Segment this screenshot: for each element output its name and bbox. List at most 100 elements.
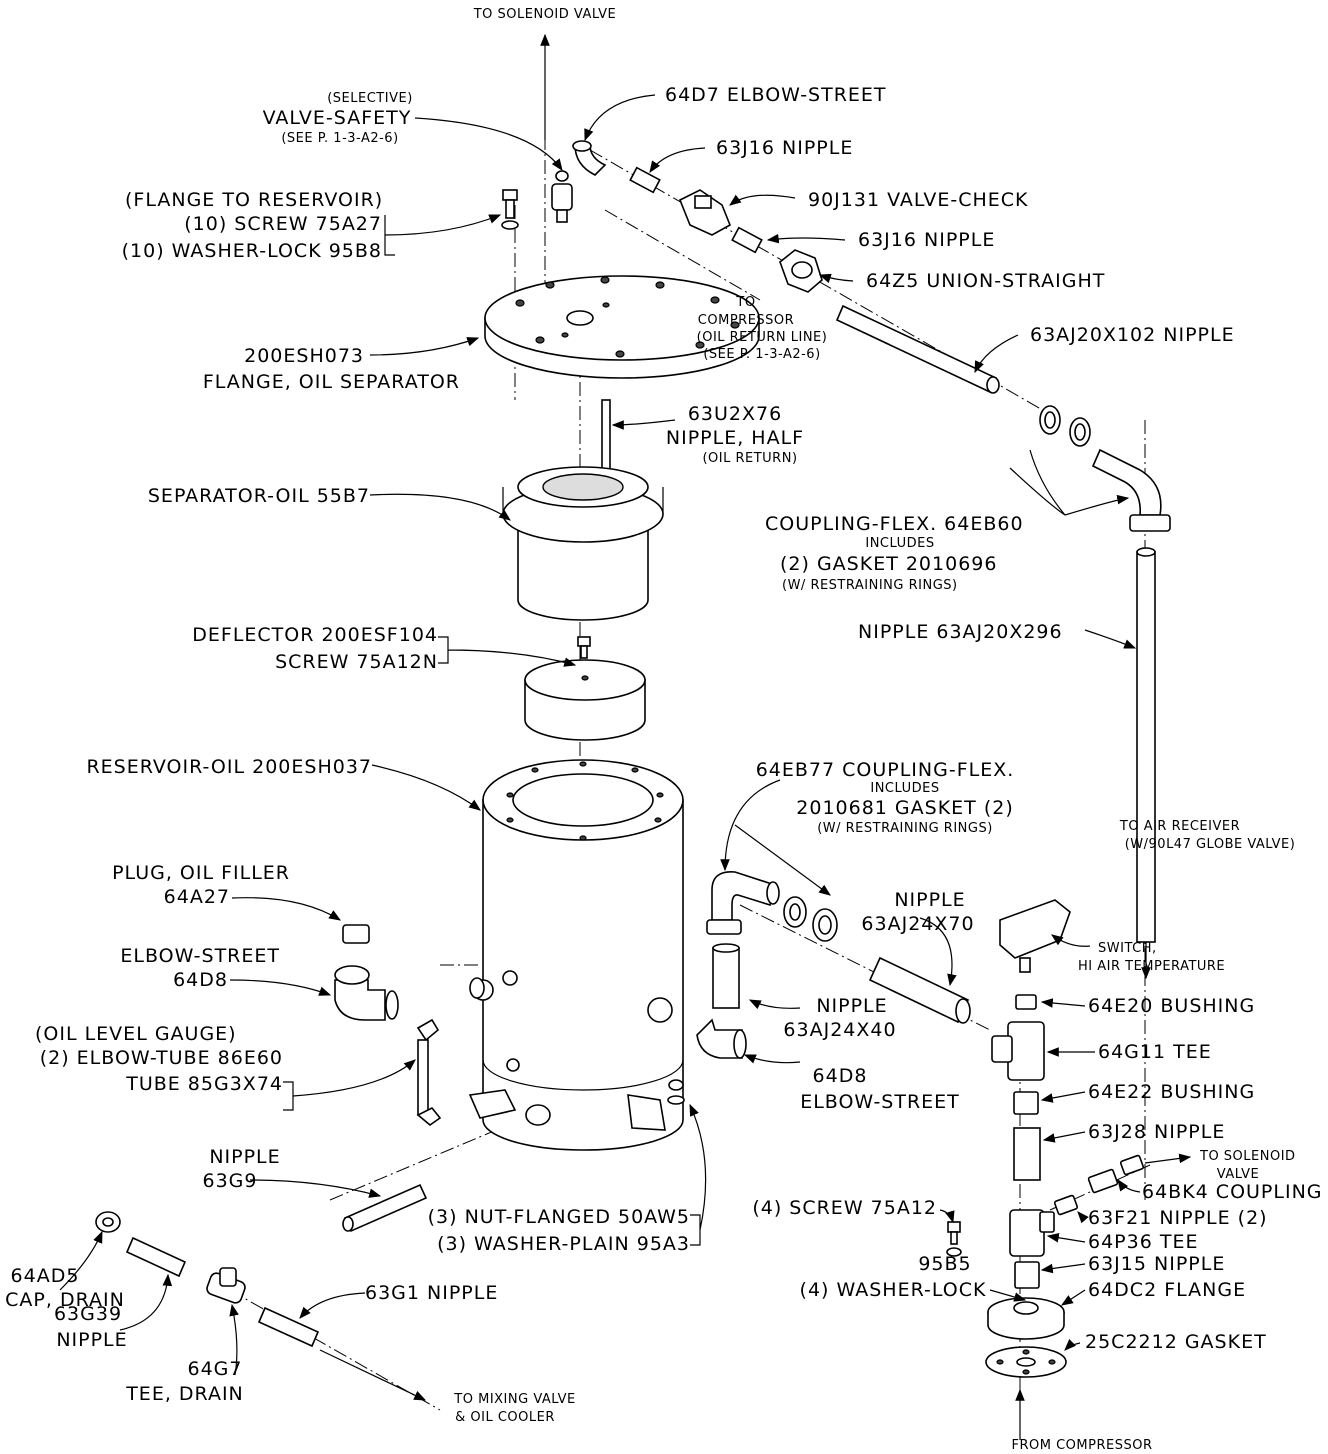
label-bushing-64e20: 64E20 BUSHING bbox=[1088, 995, 1255, 1017]
labels: TO SOLENOID VALVE (SELECTIVE) VALVE-SAFE… bbox=[5, 7, 1323, 1453]
label-elbow-street-64d7: 64D7 ELBOW-STREET bbox=[665, 84, 887, 106]
label-flange-to-reservoir: (FLANGE TO RESERVOIR) bbox=[125, 189, 383, 211]
tee-drain-64g7 bbox=[206, 1267, 246, 1304]
label-tube-85g3x74: TUBE 85G3X74 bbox=[125, 1073, 283, 1095]
union-straight-64z5 bbox=[779, 249, 823, 293]
screw-75a12 bbox=[946, 1221, 962, 1257]
deflector-200esf104 bbox=[524, 659, 646, 741]
label-includes-1: INCLUDES bbox=[865, 536, 934, 551]
label-nipple-63g39-1: 63G39 bbox=[54, 1303, 122, 1325]
label-nipple-half-name: NIPPLE, HALF bbox=[666, 427, 804, 449]
nipple-63j16-b bbox=[731, 226, 763, 254]
label-see-p1: (SEE P. 1-3-A2-6) bbox=[281, 131, 398, 146]
label-nipple-63g9-1: NIPPLE bbox=[209, 1146, 280, 1168]
label-nipple-63aj24x70-1: NIPPLE bbox=[894, 889, 965, 911]
flow-arrows bbox=[319, 33, 1192, 1440]
label-switch-2: HI AIR TEMPERATURE bbox=[1078, 959, 1225, 974]
tee-64p36 bbox=[1009, 1209, 1055, 1257]
valve-check-90j131 bbox=[678, 189, 732, 236]
nipple-63g9 bbox=[342, 1183, 428, 1233]
nipple-63aj20x102 bbox=[835, 304, 1000, 394]
nipple-63g39 bbox=[125, 1236, 187, 1278]
label-washer-lock-95b5-2: (4) WASHER-LOCK bbox=[800, 1279, 987, 1301]
label-screw-75a12: (4) SCREW 75A12 bbox=[752, 1197, 937, 1219]
gasket-25c2212 bbox=[985, 1346, 1067, 1378]
label-deflector: DEFLECTOR 200ESF104 bbox=[192, 624, 438, 646]
plug-oil-filler-64a27 bbox=[342, 924, 370, 944]
label-nipple-63j16-b: 63J16 NIPPLE bbox=[858, 229, 995, 251]
label-nipple-63aj24x40-1: NIPPLE bbox=[816, 995, 887, 1017]
flange-64dc2 bbox=[987, 1297, 1065, 1340]
label-to-compressor-2: COMPRESSOR bbox=[698, 313, 794, 328]
reservoir-oil-200esh037 bbox=[468, 759, 684, 1151]
label-coupling-flex-64eb77: 64EB77 COUPLING-FLEX. bbox=[756, 759, 1015, 781]
label-screw-75a27: (10) SCREW 75A27 bbox=[184, 213, 382, 235]
screw-75a27 bbox=[501, 189, 519, 230]
label-tee-drain-1: 64G7 bbox=[188, 1358, 243, 1380]
label-flange-name: FLANGE, OIL SEPARATOR bbox=[203, 371, 460, 393]
label-elbow-tube: (2) ELBOW-TUBE 86E60 bbox=[40, 1047, 283, 1069]
label-flange-64dc2: 64DC2 FLANGE bbox=[1088, 1279, 1246, 1301]
label-to-air-receiver-2: (W/90L47 GLOBE VALVE) bbox=[1125, 837, 1296, 852]
label-tee-64p36: 64P36 TEE bbox=[1088, 1231, 1198, 1253]
label-nipple-63aj20x296: NIPPLE 63AJ20X296 bbox=[858, 621, 1063, 643]
label-cap-drain-2: CAP, DRAIN bbox=[5, 1289, 125, 1311]
oil-level-gauge bbox=[416, 1018, 442, 1127]
label-nipple-63j16-a: 63J16 NIPPLE bbox=[716, 137, 853, 159]
label-includes-2: INCLUDES bbox=[870, 781, 939, 796]
label-switch-1: SWITCH, bbox=[1098, 941, 1157, 956]
label-gasket-25c2212: 25C2212 GASKET bbox=[1085, 1331, 1267, 1353]
label-washer-lock-95b8: (10) WASHER-LOCK 95B8 bbox=[122, 240, 382, 262]
valve-safety bbox=[551, 170, 573, 223]
label-to-compressor-4: (SEE P. 1-3-A2-6) bbox=[703, 347, 820, 362]
cap-drain-64ad5 bbox=[95, 1211, 121, 1233]
nipple-63f21 bbox=[1053, 1194, 1079, 1216]
leader-lines bbox=[59, 94, 1141, 1376]
label-washer-plain: (3) WASHER-PLAIN 95A3 bbox=[437, 1233, 690, 1255]
label-to-mixing-1: TO MIXING VALVE bbox=[453, 1392, 575, 1407]
label-union-straight: 64Z5 UNION-STRAIGHT bbox=[866, 270, 1105, 292]
label-nipple-63g9-2: 63G9 bbox=[203, 1170, 258, 1192]
label-nut-flanged: (3) NUT-FLANGED 50AW5 bbox=[428, 1206, 690, 1228]
label-valve-check: 90J131 VALVE-CHECK bbox=[808, 189, 1029, 211]
label-tee-drain-2: TEE, DRAIN bbox=[125, 1383, 244, 1405]
screw-75a12n bbox=[577, 636, 591, 659]
label-washer-lock-95b5-1: 95B5 bbox=[918, 1253, 971, 1275]
label-coupling-64bk4: 64BK4 COUPLING bbox=[1142, 1181, 1323, 1203]
label-gasket-2010681: 2010681 GASKET (2) bbox=[796, 797, 1013, 819]
label-to-solenoid-top: TO SOLENOID VALVE bbox=[473, 7, 617, 22]
label-tee-64g11: 64G11 TEE bbox=[1098, 1041, 1212, 1063]
tee-64g11 bbox=[991, 1021, 1045, 1081]
label-plug-oil-filler-2: 64A27 bbox=[164, 886, 230, 908]
label-to-compressor-3: (OIL RETURN LINE) bbox=[697, 330, 828, 345]
label-nipple-half-note: (OIL RETURN) bbox=[702, 451, 797, 466]
label-nipple-half-num: 63U2X76 bbox=[688, 403, 782, 425]
label-elbow-street-right-1: 64D8 bbox=[813, 1065, 868, 1087]
switch-hi-air-temperature bbox=[999, 899, 1071, 973]
label-to-solenoid-right-1: TO SOLENOID bbox=[1199, 1149, 1296, 1164]
label-plug-oil-filler-1: PLUG, OIL FILLER bbox=[112, 862, 290, 884]
separator-oil-55b7 bbox=[502, 466, 664, 621]
label-elbow-street-right-2: ELBOW-STREET bbox=[800, 1091, 960, 1113]
label-nipple-63aj24x70-2: 63AJ24X70 bbox=[861, 913, 974, 935]
label-nipple-63j28: 63J28 NIPPLE bbox=[1088, 1121, 1225, 1143]
nipple-63aj20x296 bbox=[1136, 547, 1156, 943]
label-nipple-63g1: 63G1 NIPPLE bbox=[365, 1282, 498, 1304]
nut-flanged-50aw5 bbox=[667, 1079, 685, 1105]
label-oil-level-gauge: (OIL LEVEL GAUGE) bbox=[35, 1023, 237, 1045]
elbow-street-64d7 bbox=[572, 140, 607, 176]
label-to-solenoid-right-2: VALVE bbox=[1217, 1167, 1259, 1182]
label-screw-75a12n: SCREW 75A12N bbox=[275, 651, 438, 673]
bushing-64e20 bbox=[1015, 994, 1037, 1010]
coupling-flex-64eb60 bbox=[1091, 448, 1171, 532]
label-to-compressor-1: TO bbox=[735, 295, 755, 310]
nipple-63g1 bbox=[257, 1306, 320, 1348]
flange-oil-separator bbox=[484, 275, 760, 379]
elbow-street-64d8-right bbox=[696, 1018, 747, 1059]
nipple-63j28 bbox=[1013, 1127, 1041, 1181]
label-nipple-63aj20x102: 63AJ20X102 NIPPLE bbox=[1030, 324, 1235, 346]
label-gasket-2010696: (2) GASKET 2010696 bbox=[780, 553, 997, 575]
gaskets-2010696 bbox=[1039, 405, 1091, 447]
label-separator-oil: SEPARATOR-OIL 55B7 bbox=[148, 485, 370, 507]
